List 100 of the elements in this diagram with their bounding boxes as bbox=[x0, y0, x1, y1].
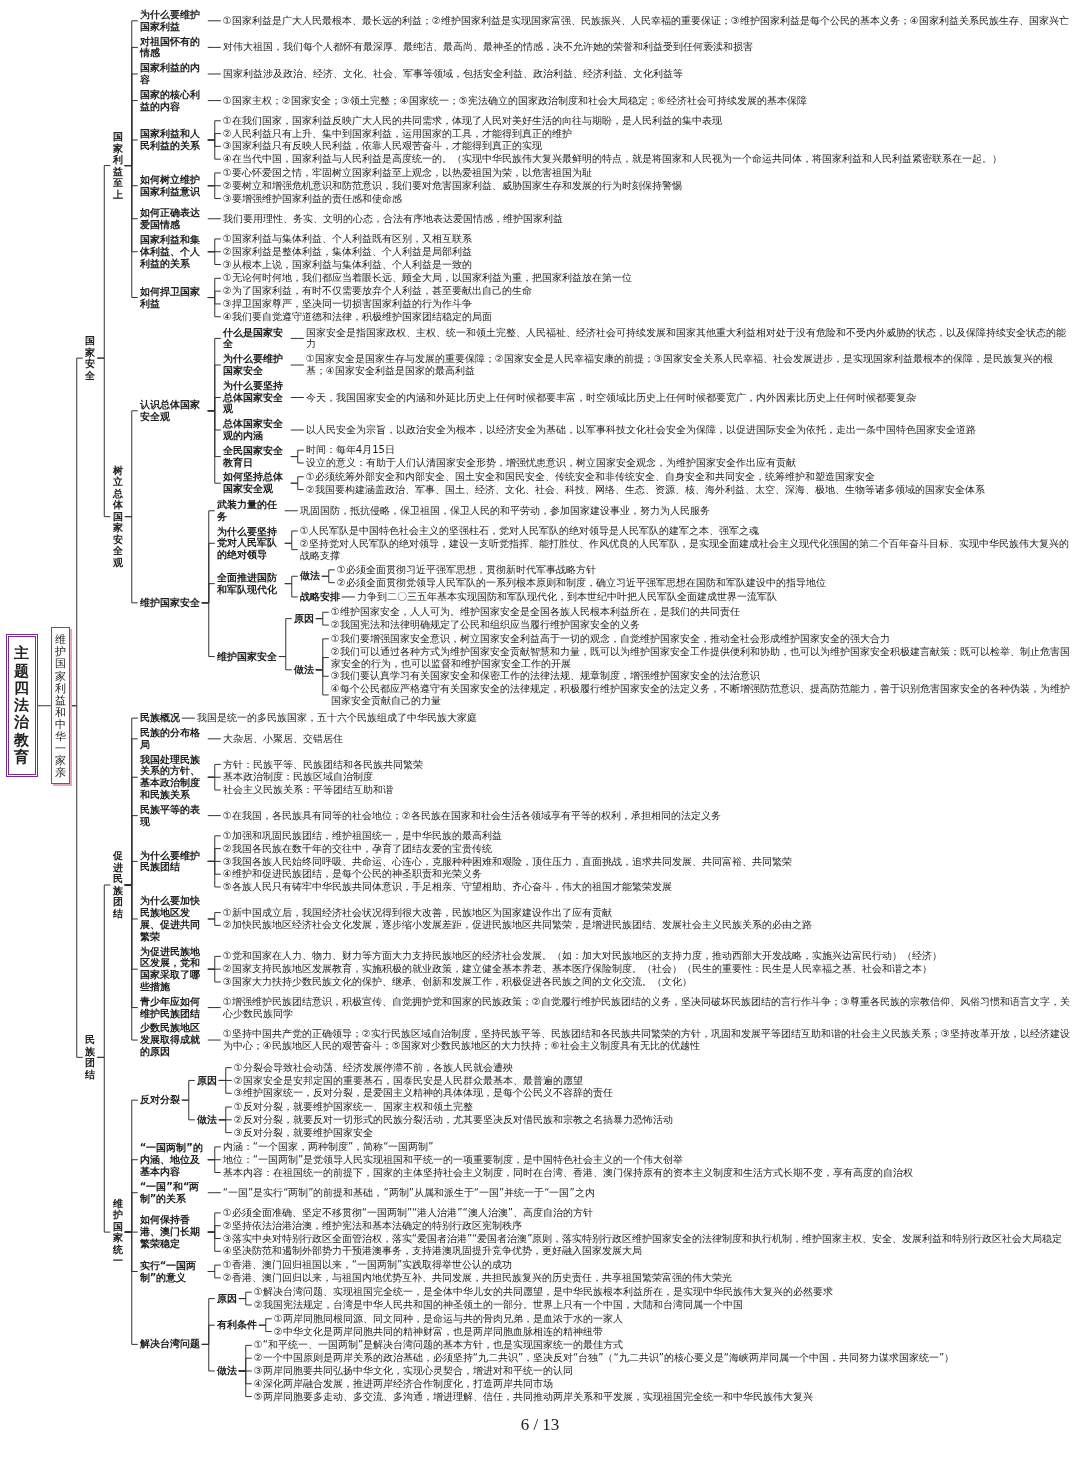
connector-line bbox=[207, 1039, 222, 1041]
branch-heading: 为什么要维护国家安全 bbox=[220, 352, 291, 378]
branch-heading: 少数民族地区发展取得成就的原因 bbox=[137, 1021, 208, 1059]
branch-heading: 树立总体国家安全观 bbox=[110, 462, 125, 571]
connector-line bbox=[290, 364, 305, 366]
connector-line bbox=[238, 1298, 253, 1306]
point-text: ①在我国，各民族具有同等的社会地位；②各民族在国家和社会生活各领域享有平等的权利，承担相同的法定义务 bbox=[220, 809, 1072, 822]
connector-line bbox=[207, 46, 222, 48]
connector-line bbox=[290, 337, 305, 339]
point-text: ②坚持党对人民军队的绝对领导，建设一支听党指挥、能打胜仗、作风优良的人民军队，是实现全面建成社会主义现代化强国的第二个百年奋斗目标、实现中华民族伟大复兴的战略支撑 bbox=[297, 537, 1072, 562]
branch-heading: 做法 bbox=[297, 569, 322, 584]
point-text: ①党和国家在人力、物力、财力等方面大力支持民族地区的经济社会发展。（如：加大对民族地区的支持力度，推动西部大开发战略，实施兴边富民行动）（经济） bbox=[220, 950, 1072, 963]
point-text: “一国”是实行“两制”的前提和基础，“两制”从属和派生于“一国”并统一于“一国”之内 bbox=[220, 1186, 1072, 1199]
point-text: ①坚持中国共产党的正确领导；②实行民族区域自治制度，坚持民族平等、民族团结和各民族共同繁荣的方针，巩固和发展平等团结互助和谐的社会主义民族关系；③坚持改革开放，以经济建设为中心；④民族地区人民的艰苦奋斗；⑤国家对少数民族地区的大力扶持；⑥社会主义制度具有无比的优越性 bbox=[220, 1028, 1072, 1052]
branch-heading: 解决台湾问题 bbox=[137, 1337, 202, 1352]
branch-heading: “一国两制”的内涵、地位及基本内容 bbox=[137, 1141, 208, 1179]
point-text: ①两岸同胞同根同源、同文同种，是命运与共的骨肉兄弟，是血浓于水的一家人 bbox=[271, 1312, 1072, 1325]
point-text: 方针：民族平等、民族团结和各民族共同繁荣 bbox=[220, 758, 1072, 771]
point-text: ③要增强维护国家利益的责任感和使命感 bbox=[220, 192, 1072, 205]
branch-heading: 维护国家安全 bbox=[214, 649, 279, 664]
connector-line bbox=[207, 100, 222, 102]
point-text: ②一个中国原则是两岸关系的政治基础，必须坚持“九二共识”，坚决反对“台独”（“九二共识”的核心要义是“海峡两岸同属一个中国，共同努力谋求国家统一”） bbox=[251, 1352, 1072, 1365]
point-text: ③国家大力扶持少数民族文化的保护、继承、创新和发展工作，积极促进各民族之间的文化交流。（文化） bbox=[220, 976, 1072, 988]
branch-heading: 全民国家安全教育日 bbox=[220, 443, 291, 470]
point-text: ②要树立和增强危机意识和防范意识，我们要对危害国家利益、威胁国家生存和发展的行为时刻保持警惕 bbox=[220, 179, 1072, 192]
branch-heading: 战略安排 bbox=[297, 590, 342, 604]
point-text: ①要心怀爱国之情，牢固树立国家利益至上观念，以热爱祖国为荣，以危害祖国为耻 bbox=[220, 167, 1072, 179]
point-text: ③我国各族人民始终同呼吸、共命运、心连心，克服种种困难和艰险，顶住压力，直面挑战，追求共同发展、共同富裕、共同繁荣 bbox=[220, 855, 1072, 868]
connector-line bbox=[218, 1079, 233, 1094]
connector-line bbox=[207, 860, 222, 888]
point-text: ①反对分裂，就要维护国家统一、国家主权和领土完整 bbox=[231, 1101, 1072, 1113]
point-text: ①国家利益与集体利益、个人利益既有区别，又相互联系 bbox=[220, 233, 1072, 245]
point-text: 时间：每年4月15日 bbox=[303, 444, 1072, 457]
point-text: ④在当代中国，国家利益与人民利益是高度统一的。（实现中华民族伟大复兴最鲜明的特点，就是将国家和人民视为一个命运共同体，将国家利益和人民利益紧密联系在一起。） bbox=[220, 153, 1072, 166]
point-text: ①新中国成立后，我国经济社会状况得到很大改善，民族地区为国家建设作出了应有贡献 bbox=[220, 906, 1072, 919]
point-text: ①分裂会导致社会动荡、经济发展停滞不前，各族人民就会遭殃 bbox=[231, 1061, 1072, 1074]
point-text: ③从根本上说，国家利益与集体利益、个人利益是一致的 bbox=[220, 258, 1072, 271]
point-text: ②人民利益只有上升、集中到国家利益，运用国家的工具，才能得到真正的维护 bbox=[220, 127, 1072, 140]
connector-line bbox=[207, 251, 222, 266]
branch-heading: 做法 bbox=[194, 1112, 219, 1127]
branch-heading: 国家的核心利益的内容 bbox=[137, 87, 208, 114]
branch-heading: 青少年应如何维护民族团结 bbox=[137, 994, 208, 1021]
connector-line bbox=[284, 583, 299, 598]
connector-line bbox=[124, 884, 139, 1041]
point-text: ②我国要构建涵盖政治、军事、国土、经济、文化、社会、科技、网络、生态、资源、核、海外利益、太空、深海、极地、生物等诸多领域的国家安全体系 bbox=[303, 483, 1072, 496]
point-text: ①无论何时何地，我们都应当着眼长远、顾全大局，以国家利益为重，把国家利益放在第一位 bbox=[220, 272, 1072, 285]
connector-line bbox=[201, 1343, 216, 1372]
point-text: ①香港、澳门回归祖国以来，“一国两制”实践取得举世公认的成功 bbox=[220, 1259, 1072, 1271]
connector-line bbox=[124, 165, 139, 299]
connector-line bbox=[321, 575, 336, 584]
point-text: 力争到二〇三五年基本实现国防和军队现代化，到本世纪中叶把人民军队全面建成世界一流军队 bbox=[354, 591, 1072, 603]
point-text: ①“和平统一、一国两制”是解决台湾问题的基本方针，也是实现国家统一的最佳方式 bbox=[251, 1339, 1072, 1352]
connector-line bbox=[181, 1099, 196, 1121]
branch-heading: 如何树立维护国家利益意识 bbox=[137, 172, 208, 199]
point-text: ①在我们国家，国家利益反映广大人民的共同需求，体现了人民对美好生活的向往与期盼，是人民利益的集中表现 bbox=[220, 114, 1072, 127]
connector-line bbox=[238, 1370, 253, 1398]
branch-heading: 总体国家安全观的内涵 bbox=[220, 417, 291, 443]
connector-line bbox=[290, 482, 305, 491]
title-box: 主题四法治教育 bbox=[6, 634, 38, 778]
point-text: ②国家安全是安邦定国的重要基石，国泰民安是人民群众最基本、最普遍的愿望 bbox=[231, 1074, 1072, 1087]
point-text: ①必须全面贯彻习近平强军思想，贯彻新时代军事战略方针 bbox=[334, 563, 1072, 576]
point-text: ②中华文化是两岸同胞共同的精神财富，也是两岸同胞血脉相连的精神纽带 bbox=[271, 1325, 1072, 1338]
branch-heading: 民族概况 bbox=[137, 711, 182, 726]
branch-heading: 民族团结 bbox=[82, 1032, 98, 1083]
branch-heading: 为促进民族地区发展，党和国家采取了哪些措施 bbox=[137, 944, 208, 994]
point-text: ③维护国家统一，反对分裂，是爱国主义精神的具体体现，是每个公民义不容辞的责任 bbox=[231, 1087, 1072, 1100]
branch-heading: 反对分裂 bbox=[137, 1093, 182, 1108]
branch-heading: 原因 bbox=[291, 611, 316, 626]
branch-heading: 武装力量的任务 bbox=[214, 498, 285, 524]
branch-heading: 维护国家安全 bbox=[137, 595, 202, 610]
connector-line bbox=[207, 410, 222, 484]
branch-heading: 国家利益的内容 bbox=[137, 61, 208, 87]
point-text: ⑤各族人民只有铸牢中华民族共同体意识，手足相亲、守望相助、齐心奋斗，伟大的祖国才能繁荣发展 bbox=[220, 881, 1072, 893]
point-text: ②为了国家利益，有时不仅需要放弃个人利益，甚至要献出自己的生命 bbox=[220, 285, 1072, 298]
branch-heading: 为什么要维护国家利益 bbox=[137, 8, 208, 34]
point-text: ②国家利益是整体利益，集体利益、个人利益是局部利益 bbox=[220, 245, 1072, 258]
connector-line bbox=[69, 705, 84, 1058]
point-text: ②香港、澳门回归以来，与祖国内地优势互补、共同发展，共担民族复兴的历史责任，共享祖国繁荣富强的伟大荣光 bbox=[220, 1272, 1072, 1284]
connector-line bbox=[207, 968, 222, 983]
point-text: ①解决台湾问题、实现祖国完全统一，是全体中华儿女的共同愿望，是中华民族根本利益所在，是实现中华民族伟大复兴的必然要求 bbox=[251, 1286, 1072, 1299]
point-text: 地位：“一国两制”是党领导人民实现祖国和平统一的一项重要制度，是中国特色社会主义的一个伟大创举 bbox=[220, 1153, 1072, 1166]
branch-heading: 促进民族团结 bbox=[110, 848, 125, 922]
connector-line bbox=[207, 1231, 222, 1252]
connector-line bbox=[207, 73, 222, 75]
branch-heading: 民族的分布格局 bbox=[137, 726, 208, 752]
connector-line bbox=[207, 815, 222, 817]
branch-heading: 做法 bbox=[214, 1364, 239, 1378]
connector-line bbox=[37, 705, 52, 707]
connector-line bbox=[341, 596, 356, 598]
connector-line bbox=[290, 456, 305, 464]
branch-heading: 民族平等的表现 bbox=[137, 802, 208, 829]
point-text: ②我国宪法和法律明确规定了公民和组织应当履行维护国家安全的义务 bbox=[328, 619, 1072, 631]
point-text: ④我们要自觉遵守道德和法律，积极维护国家团结稳定的局面 bbox=[220, 310, 1072, 323]
connector-line bbox=[201, 602, 216, 658]
connector-line bbox=[207, 1159, 222, 1173]
point-text: 内涵：“一个国家，两种制度”，简称“一国两制” bbox=[220, 1141, 1072, 1153]
point-text: 设立的意义：有助于人们认清国家安全形势，增强忧患意识，树立国家安全观念，为维护国家安全作出应有贡献 bbox=[303, 457, 1072, 469]
connector-line bbox=[207, 738, 222, 740]
point-text: ②我们可以通过各种方式为维护国家安全贡献智慧和力量，既可以为维护国家安全工作提供便利和协助，也可以为维护国家安全积极建言献策；既可以检举、制止危害国家安全的行为，也可以监督和维护国家安全工作的开展 bbox=[328, 645, 1072, 670]
connector-line bbox=[124, 1231, 139, 1345]
